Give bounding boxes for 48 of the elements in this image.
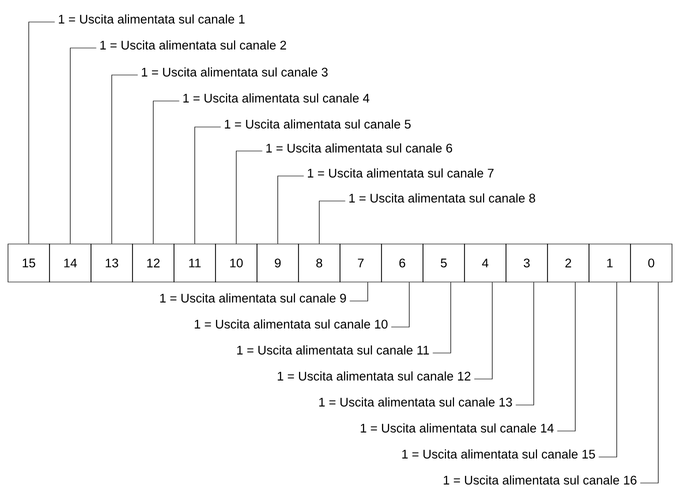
- leader-line: [390, 282, 410, 328]
- bit-cell: 5: [422, 244, 465, 282]
- bit-cell: 1: [588, 244, 631, 282]
- bit-cell: 15: [8, 244, 50, 282]
- bit-label: 1 = Uscita alimentata sul canale 1: [58, 14, 245, 24]
- leader-line: [28, 22, 56, 244]
- bit-cell: 2: [547, 244, 590, 282]
- bit-cell: 7: [340, 244, 382, 282]
- bit-label: 1 = Uscita alimentata sul canale 7: [308, 168, 494, 178]
- leader-line: [194, 126, 222, 244]
- leader-line: [236, 150, 263, 244]
- leader-line: [598, 282, 618, 458]
- leader-line: [474, 282, 493, 380]
- leader-line: [556, 282, 576, 432]
- bit-label: 1 = Uscita alimentata sul canale 8: [349, 193, 536, 203]
- bit-cell: 4: [464, 244, 506, 282]
- bit-label: 1 = Uscita alimentata sul canale 6: [266, 143, 452, 153]
- bit-label: 1 = Uscita alimentata sul canale 9: [160, 293, 346, 303]
- bit-label: 1 = Uscita alimentata sul canale 5: [224, 119, 411, 129]
- bit-cell: 9: [256, 244, 299, 282]
- bit-label: 1 = Uscita alimentata sul canale 12: [278, 371, 470, 381]
- leader-line: [318, 200, 346, 244]
- bit-cell: 14: [49, 244, 92, 282]
- bit-cell: 13: [90, 244, 133, 282]
- leader-line: [515, 282, 534, 406]
- bit-label: 1 = Uscita alimentata sul canale 13: [319, 397, 512, 407]
- leader-line: [349, 282, 368, 302]
- leader-line: [152, 100, 180, 244]
- leader-line: [70, 48, 97, 244]
- leader-line: [111, 74, 138, 244]
- bit-label: 1 = Uscita alimentata sul canale 14: [360, 423, 554, 433]
- bit-label: 1 = Uscita alimentata sul canale 10: [194, 319, 388, 329]
- bit-label: 1 = Uscita alimentata sul canale 4: [183, 93, 370, 103]
- leader-line: [432, 282, 452, 354]
- bit-cell: 8: [298, 244, 340, 282]
- bit-cell: 12: [132, 244, 174, 282]
- leader-line: [277, 176, 304, 244]
- bit-label: 1 = Uscita alimentata sul canale 16: [444, 475, 636, 485]
- bit-cell: 3: [506, 244, 548, 282]
- bit-cell: 11: [174, 244, 216, 282]
- bit-label: 1 = Uscita alimentata sul canale 2: [100, 40, 286, 50]
- bit-label: 1 = Uscita alimentata sul canale 15: [402, 449, 595, 459]
- leader-line: [640, 282, 659, 484]
- bit-label: 1 = Uscita alimentata sul canale 11: [237, 345, 429, 355]
- bit-label: 1 = Uscita alimentata sul canale 3: [142, 67, 328, 77]
- bit-cell: 0: [630, 244, 672, 282]
- bit-cell: 6: [381, 244, 424, 282]
- bit-cell: 10: [215, 244, 258, 282]
